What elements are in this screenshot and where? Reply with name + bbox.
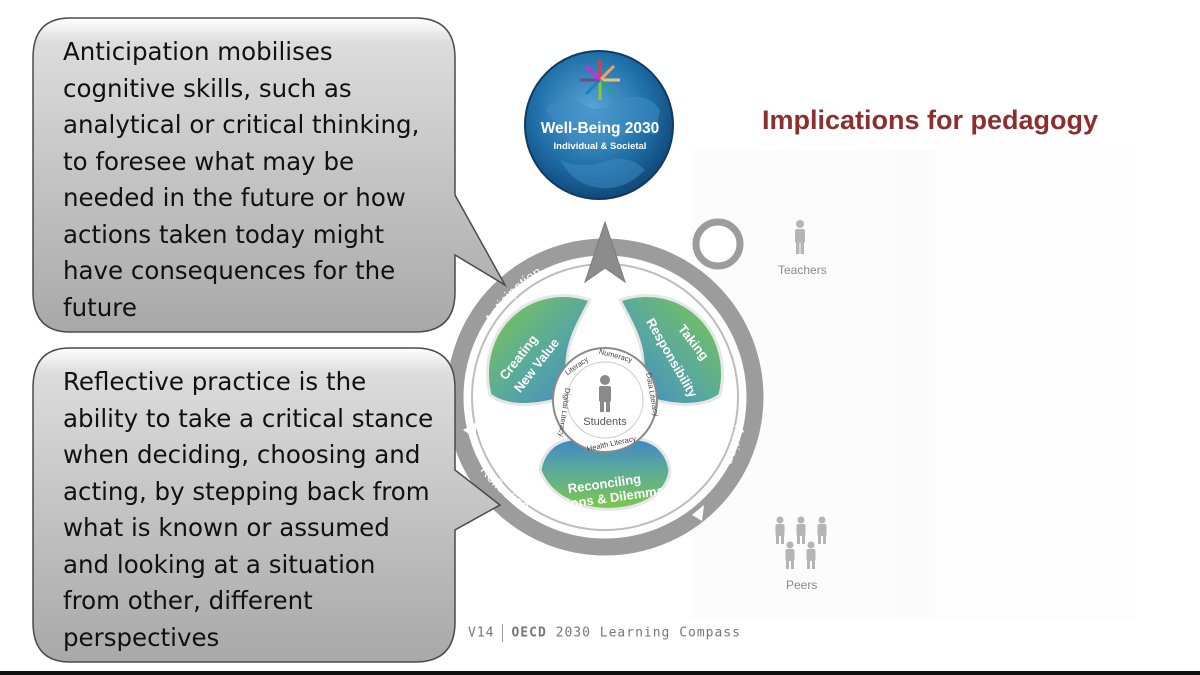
footer-version: V14 bbox=[468, 625, 495, 641]
footer-separator bbox=[502, 624, 504, 642]
callout-bottom-text: Reflective practice is the ability to ta… bbox=[63, 364, 433, 656]
teacher-person-icon bbox=[795, 220, 805, 254]
callout-bottom-line: acting, by stepping back from bbox=[63, 476, 430, 506]
callout-bottom-line: when deciding, choosing and bbox=[63, 440, 421, 469]
peers-group-icon bbox=[775, 516, 827, 569]
bottom-bar bbox=[0, 671, 1200, 675]
core-label-students: Students bbox=[583, 416, 627, 428]
callout-top-line: Anticipation mobilises bbox=[63, 37, 333, 66]
footer: V14 OECD 2030 Learning Compass bbox=[468, 624, 741, 642]
callout-bottom-line: perspectives bbox=[63, 622, 220, 652]
callout-top-line: needed in the future or how bbox=[63, 183, 406, 212]
petal-reconciling bbox=[538, 437, 672, 511]
callout-top-line: have consequences for the bbox=[63, 256, 396, 285]
footer-org: OECD bbox=[511, 625, 547, 641]
footer-name: 2030 Learning Compass bbox=[555, 625, 741, 641]
callout-bottom-line: from other, different bbox=[63, 586, 313, 615]
callout-top-text: Anticipation mobilises cognitive skills,… bbox=[63, 34, 419, 326]
compass-core: Literacy Numeracy Data Literacy Health L… bbox=[552, 347, 661, 453]
slide-title: Implications for pedagogy bbox=[762, 105, 1099, 135]
callout-top-line: future bbox=[63, 292, 137, 322]
starburst-logo-icon bbox=[580, 60, 620, 100]
callout-bottom-line: what is known or assumed bbox=[63, 513, 390, 542]
compass-knob-icon bbox=[692, 218, 744, 270]
background-panels bbox=[690, 150, 1135, 620]
callout-bottom-line: Reflective practice is the bbox=[63, 367, 367, 396]
callout-top-line: analytical or critical thinking, bbox=[63, 110, 420, 139]
wellbeing-globe bbox=[524, 50, 674, 200]
callout-top-line: cognitive skills, such as bbox=[63, 73, 352, 103]
callout-top-line: actions taken today might bbox=[63, 219, 385, 249]
globe-subtitle: Individual & Societal bbox=[553, 141, 647, 152]
callout-top-bubble bbox=[32, 17, 508, 333]
callout-bottom-line: and looking at a situation bbox=[63, 549, 376, 579]
peers-label: Peers bbox=[786, 578, 818, 592]
teachers-label: Teachers bbox=[778, 263, 827, 277]
callout-top-line: to foresee what may be bbox=[63, 146, 355, 176]
globe-title: Well-Being 2030 bbox=[540, 120, 660, 137]
callout-bottom-line: ability to take a critical stance bbox=[63, 403, 434, 433]
student-person-icon bbox=[599, 375, 611, 412]
compass-arrow-icon bbox=[584, 220, 626, 284]
callout-bottom-bubble bbox=[32, 347, 502, 663]
